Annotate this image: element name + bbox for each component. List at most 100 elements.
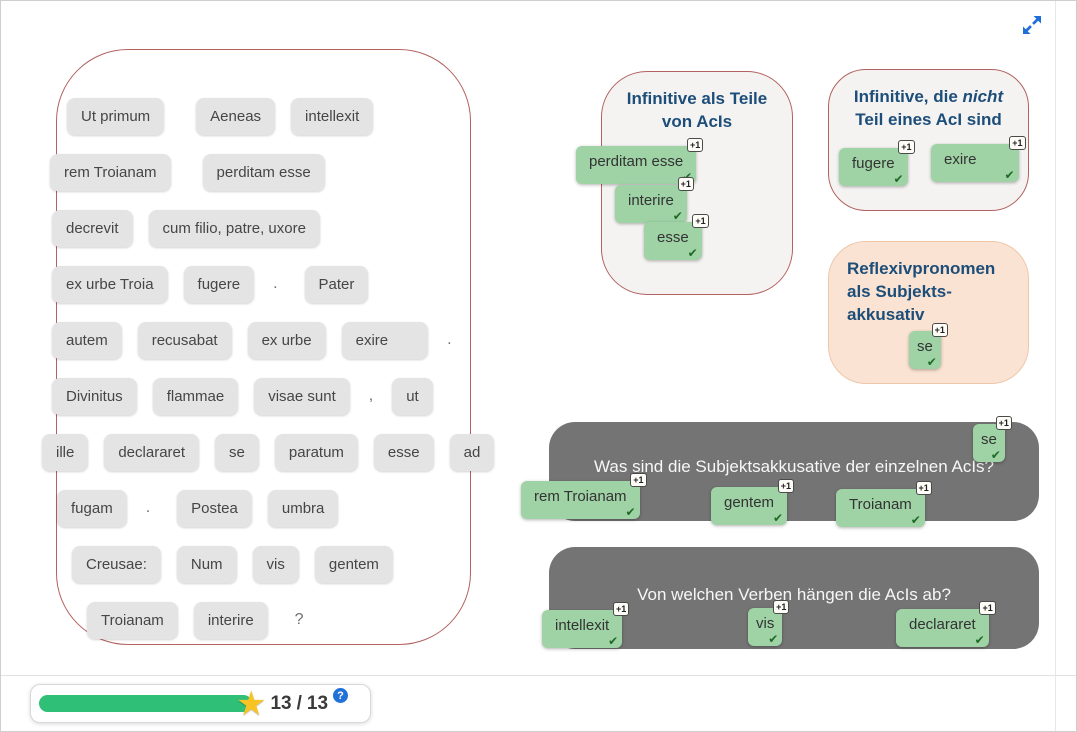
word-chip[interactable]: umbra (267, 489, 339, 527)
word-chip[interactable]: visae sunt (254, 377, 350, 415)
word-chip[interactable]: Troianam (87, 601, 178, 639)
word-chip[interactable]: interire (193, 601, 268, 639)
answer-chip[interactable]: intellexit +1 ✔ (542, 602, 630, 648)
check-icon: ✔ (768, 632, 779, 646)
word-chip[interactable]: Aeneas (196, 97, 276, 135)
punctuation-mark: . (273, 275, 278, 292)
plus-one-badge: +1 (777, 479, 795, 493)
score-total: 13 (306, 692, 329, 714)
answer-chip[interactable]: gentem +1 ✔ (711, 479, 795, 525)
word-chip[interactable]: ille (42, 433, 89, 471)
progress-widget: ★ 13 / 13 ? (30, 684, 371, 723)
answer-chip-label: esse (657, 229, 689, 246)
answer-chip-label: vis (756, 615, 775, 632)
word-chip[interactable]: vis (252, 545, 299, 583)
plus-one-badge: +1 (773, 600, 790, 614)
word-chip[interactable]: perditam esse (202, 153, 325, 191)
check-icon: ✔ (893, 172, 904, 186)
word-chip[interactable]: fugam (57, 489, 127, 527)
word-chip[interactable]: ut (392, 377, 433, 415)
text-row: ex urbe Troia fugere . Pater (52, 265, 470, 303)
plus-one-badge: +1 (677, 177, 694, 191)
word-chip[interactable]: recusabat (137, 321, 232, 359)
word-chip[interactable]: Num (176, 545, 237, 583)
plus-one-badge: +1 (995, 416, 1012, 430)
word-chip[interactable]: se (215, 433, 259, 471)
word-chip[interactable]: Creusae: (72, 545, 161, 583)
check-icon: ✔ (687, 246, 698, 260)
answer-chip-label: intellexit (555, 617, 610, 634)
right-edge-divider (1055, 1, 1056, 731)
category-box-reflexive-pronoun[interactable]: Reflexivpronomen als Subjekts-akkusativ (828, 241, 1029, 384)
check-icon: ✔ (974, 633, 985, 647)
answer-chip[interactable]: rem Troianam +1 ✔ (521, 473, 647, 519)
plus-one-badge: +1 (979, 601, 996, 615)
word-chip[interactable]: fugere (183, 265, 255, 303)
word-chip[interactable]: Ut primum (67, 97, 165, 135)
plus-one-badge: +1 (686, 138, 704, 152)
check-icon: ✔ (1004, 168, 1015, 182)
text-row: Ut primum Aeneas intellexit (67, 97, 470, 135)
word-chip[interactable]: flammae (152, 377, 239, 415)
text-row: Divinitus flammae visae sunt , ut (52, 377, 470, 415)
score-display: 13 / 13 (270, 693, 328, 715)
word-chip[interactable]: Pater (304, 265, 369, 303)
category-title-emphasis: nicht (962, 87, 1004, 106)
answer-chip[interactable]: Troianam +1 ✔ (836, 481, 932, 527)
word-chip[interactable]: decrevit (52, 209, 133, 247)
answer-chip-label: declararet (909, 616, 976, 633)
text-row: decrevit cum filio, patre, uxore (52, 209, 470, 247)
answer-chip[interactable]: declararet +1 ✔ (896, 601, 996, 647)
category-title-line: von AcIs (661, 111, 733, 131)
punctuation-mark: . (447, 331, 452, 348)
answer-chip-label: se (917, 338, 933, 355)
answer-chip[interactable]: esse +1 ✔ (644, 214, 709, 260)
word-chip[interactable]: intellexit (291, 97, 374, 135)
check-icon: ✔ (772, 511, 784, 525)
answer-chip[interactable]: interire +1 ✔ (615, 177, 694, 223)
answer-chip-label: perditam esse (589, 153, 684, 170)
text-row: rem Troianam perditam esse (50, 153, 470, 191)
help-icon[interactable]: ? (333, 688, 349, 703)
plus-one-badge: +1 (1009, 136, 1026, 150)
plus-one-badge: +1 (630, 473, 647, 487)
word-chip[interactable]: ex urbe Troia (52, 265, 168, 303)
check-icon: ✔ (672, 209, 683, 223)
question-text: Von welchen Verben hängen die AcIs ab? (637, 585, 951, 604)
plus-one-badge: +1 (692, 214, 709, 228)
fullscreen-button[interactable] (1020, 13, 1044, 37)
score-separator: / (296, 692, 302, 714)
word-chip[interactable]: Postea (177, 489, 252, 527)
word-chip[interactable]: esse (373, 433, 434, 471)
word-chip[interactable]: rem Troianam (50, 153, 171, 191)
punctuation-mark: ? (294, 611, 304, 628)
word-chip[interactable]: Divinitus (52, 377, 137, 415)
category-title-line: Infinitive als Teile (626, 89, 768, 108)
bottom-bar: ★ 13 / 13 ? (1, 675, 1076, 731)
answer-chip-label: gentem (724, 494, 775, 511)
answer-chip[interactable]: perditam esse +1 ✔ (576, 138, 704, 184)
progress-bar (39, 695, 252, 712)
word-chip[interactable]: ad (449, 433, 495, 471)
word-chip[interactable]: gentem (314, 545, 393, 583)
text-row: autem recusabat ex urbe exire . (52, 321, 470, 359)
word-chip[interactable]: cum filio, patre, uxore (148, 209, 320, 247)
word-chip[interactable]: paratum (274, 433, 358, 471)
answer-chip[interactable]: se +1 ✔ (973, 416, 1012, 462)
word-chip[interactable]: autem (52, 321, 122, 359)
answer-chip[interactable]: exire +1 ✔ (931, 136, 1026, 182)
plus-one-badge: +1 (931, 323, 948, 337)
text-row: ille declararet se paratum esse ad (42, 433, 495, 471)
word-chip[interactable]: ex urbe (247, 321, 326, 359)
category-title-line: Infinitive, die (853, 87, 963, 106)
word-chip[interactable]: declararet (104, 433, 200, 471)
answer-chip-label: Troianam (849, 496, 912, 513)
category-title: Infinitive, die nicht Teil eines AcI sin… (829, 70, 1028, 132)
answer-chip-label: fugere (852, 155, 895, 172)
answer-chip[interactable]: vis +1 ✔ (748, 600, 790, 646)
word-chip[interactable]: exire (341, 321, 429, 359)
answer-chip[interactable]: se +1 ✔ (909, 323, 948, 369)
answer-chip[interactable]: fugere +1 ✔ (839, 140, 915, 186)
category-box-non-aci-infinitives[interactable]: Infinitive, die nicht Teil eines AcI sin… (828, 69, 1029, 211)
